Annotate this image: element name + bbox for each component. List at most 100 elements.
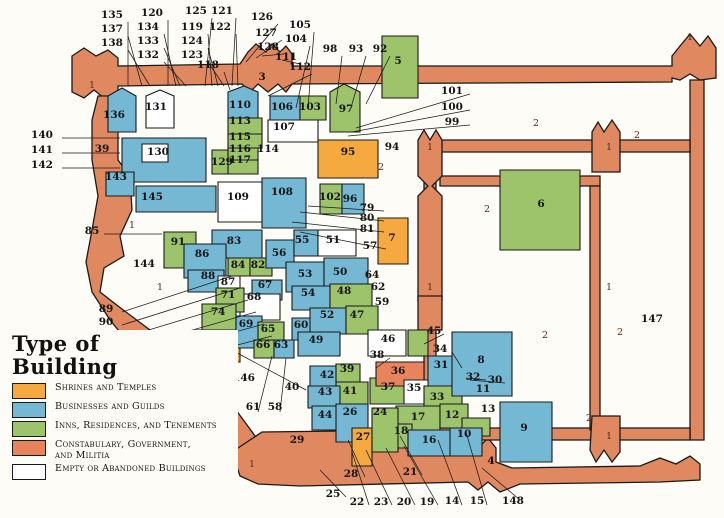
map-label-18: 18 <box>394 425 409 437</box>
map-label-83: 83 <box>227 235 242 247</box>
map-label-120: 120 <box>141 7 163 19</box>
map-label-95: 95 <box>341 146 356 158</box>
map-label-130: 130 <box>147 146 169 158</box>
building-129[interactable] <box>211 149 229 175</box>
map-label-113: 113 <box>229 115 251 127</box>
leader-line <box>207 61 225 87</box>
leader-line <box>267 73 313 97</box>
map-label-68: 68 <box>247 291 262 303</box>
building-6[interactable] <box>499 169 581 251</box>
map-label-26: 26 <box>343 406 358 418</box>
map-label-2: 2 <box>484 204 490 215</box>
map-label-127: 127 <box>255 27 277 39</box>
building-7[interactable] <box>377 217 409 265</box>
building-27[interactable] <box>351 427 373 467</box>
map-label-40: 40 <box>285 381 300 393</box>
building-143[interactable] <box>105 171 135 197</box>
map-label-1: 1 <box>606 282 612 293</box>
map-label-2: 2 <box>586 413 592 424</box>
map-label-142: 142 <box>31 159 53 171</box>
map-label-106: 106 <box>271 101 293 113</box>
building-96[interactable] <box>341 183 365 215</box>
building-8[interactable] <box>451 331 513 397</box>
building-51[interactable] <box>317 229 357 257</box>
leader-line <box>163 33 177 87</box>
building-136[interactable] <box>107 87 137 133</box>
map-label-13: 13 <box>481 403 496 415</box>
map-label-98: 98 <box>323 43 338 55</box>
leader-line <box>375 357 391 369</box>
map-label-37: 37 <box>381 381 396 393</box>
building-46[interactable] <box>367 329 407 357</box>
leader-line <box>281 59 301 65</box>
building-110[interactable] <box>227 85 259 119</box>
building-115[interactable] <box>227 133 263 149</box>
map-label-109: 109 <box>227 191 249 203</box>
map-label-24: 24 <box>373 406 388 418</box>
map-label-122: 122 <box>209 21 231 33</box>
building-45[interactable] <box>407 329 429 357</box>
map-label-15: 15 <box>470 495 485 507</box>
map-label-110: 110 <box>229 99 251 111</box>
legend-swatch-4 <box>12 464 46 480</box>
map-label-146: 146 <box>233 372 255 384</box>
building-108[interactable] <box>261 177 307 229</box>
map-label-32: 32 <box>466 371 481 383</box>
building-39[interactable] <box>141 143 169 163</box>
map-label-1: 1 <box>89 80 95 91</box>
leader-line <box>469 379 506 384</box>
building-103[interactable] <box>299 95 327 121</box>
map-label-74: 74 <box>211 306 226 318</box>
leader-line <box>423 333 445 345</box>
leader-line <box>257 355 273 413</box>
legend-swatch-1 <box>12 402 46 418</box>
legend-title-line1: Type of <box>12 331 100 356</box>
map-label-52: 52 <box>320 309 335 321</box>
leader-line <box>451 351 463 369</box>
map-label-31: 31 <box>434 359 449 371</box>
legend-label-line1: Empty or Abandoned Buildings <box>55 463 206 474</box>
leader-line <box>403 445 439 506</box>
leader-line <box>347 124 471 137</box>
map-label-44: 44 <box>318 409 333 421</box>
map-label-126: 126 <box>251 11 273 23</box>
map-label-91: 91 <box>171 236 186 248</box>
leader-line <box>299 211 385 222</box>
leader-line <box>347 439 366 478</box>
map-label-115: 115 <box>229 131 251 143</box>
legend-row-3: Constabulary, Government,and Militia <box>12 439 238 461</box>
legend-swatch-2 <box>12 421 46 437</box>
leader-line <box>291 221 385 233</box>
building-63[interactable] <box>273 339 295 359</box>
map-label-39: 39 <box>95 143 110 155</box>
map-label-2: 2 <box>542 330 548 341</box>
building-95[interactable] <box>317 139 379 179</box>
building-97[interactable] <box>329 83 361 133</box>
building-5[interactable] <box>381 35 419 99</box>
map-label-17: 17 <box>411 411 426 423</box>
legend-label-line1: Constabulary, Government, <box>55 439 191 450</box>
map-label-1: 1 <box>687 32 693 43</box>
map-label-129: 129 <box>211 156 233 168</box>
map-label-28: 28 <box>344 468 359 480</box>
building-10[interactable] <box>449 427 483 457</box>
map-label-11: 11 <box>476 383 491 395</box>
map-label-2: 2 <box>634 130 640 141</box>
map-label-137: 137 <box>101 23 123 35</box>
map-label-34: 34 <box>433 343 448 355</box>
map-label-145: 145 <box>141 191 163 203</box>
building-49[interactable] <box>297 331 341 357</box>
wall-east <box>689 79 705 441</box>
map-label-12: 12 <box>445 409 460 421</box>
building-131[interactable] <box>145 89 175 129</box>
map-label-33: 33 <box>430 391 445 403</box>
leader-line <box>207 47 219 87</box>
map-label-97: 97 <box>339 103 354 115</box>
building-24[interactable] <box>371 407 399 453</box>
building-145[interactable] <box>135 185 217 213</box>
map-label-111: 111 <box>275 51 297 63</box>
leader-line <box>465 377 487 381</box>
building-9[interactable] <box>499 401 553 463</box>
